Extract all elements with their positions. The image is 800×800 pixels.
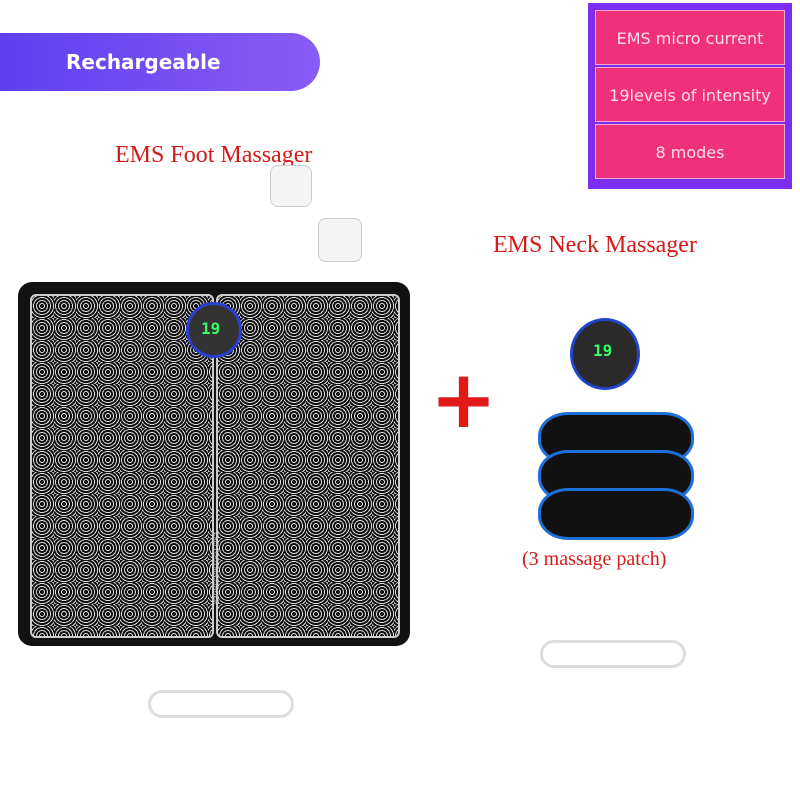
electrode-pad	[318, 218, 362, 262]
foot-massager-title: EMS Foot Massager	[115, 142, 313, 168]
lcd-readout: 19	[201, 319, 221, 338]
patch-caption: (3 massage patch)	[522, 548, 667, 570]
mat-right-panel	[216, 294, 400, 638]
plus-sign: +	[430, 353, 498, 446]
neck-controller: 19	[570, 318, 640, 390]
electrode-pad	[270, 165, 312, 207]
features-box: EMS micro current 19levels of intensity …	[588, 3, 792, 189]
foot-controller-display: 19	[186, 302, 242, 358]
lcd-readout: 19	[593, 341, 613, 360]
usb-cable	[148, 690, 294, 718]
mat-left-panel	[30, 294, 214, 638]
feature-item: 19levels of intensity	[595, 67, 785, 122]
rechargeable-badge: Rechargeable	[0, 33, 320, 91]
feature-item: 8 modes	[595, 124, 785, 179]
massage-patch	[538, 488, 694, 540]
mat-label: EMS FOOTMASSAGER	[212, 532, 220, 605]
neck-massager-title: EMS Neck Massager	[493, 232, 697, 258]
feature-item: EMS micro current	[595, 10, 785, 65]
usb-cable	[540, 640, 686, 668]
